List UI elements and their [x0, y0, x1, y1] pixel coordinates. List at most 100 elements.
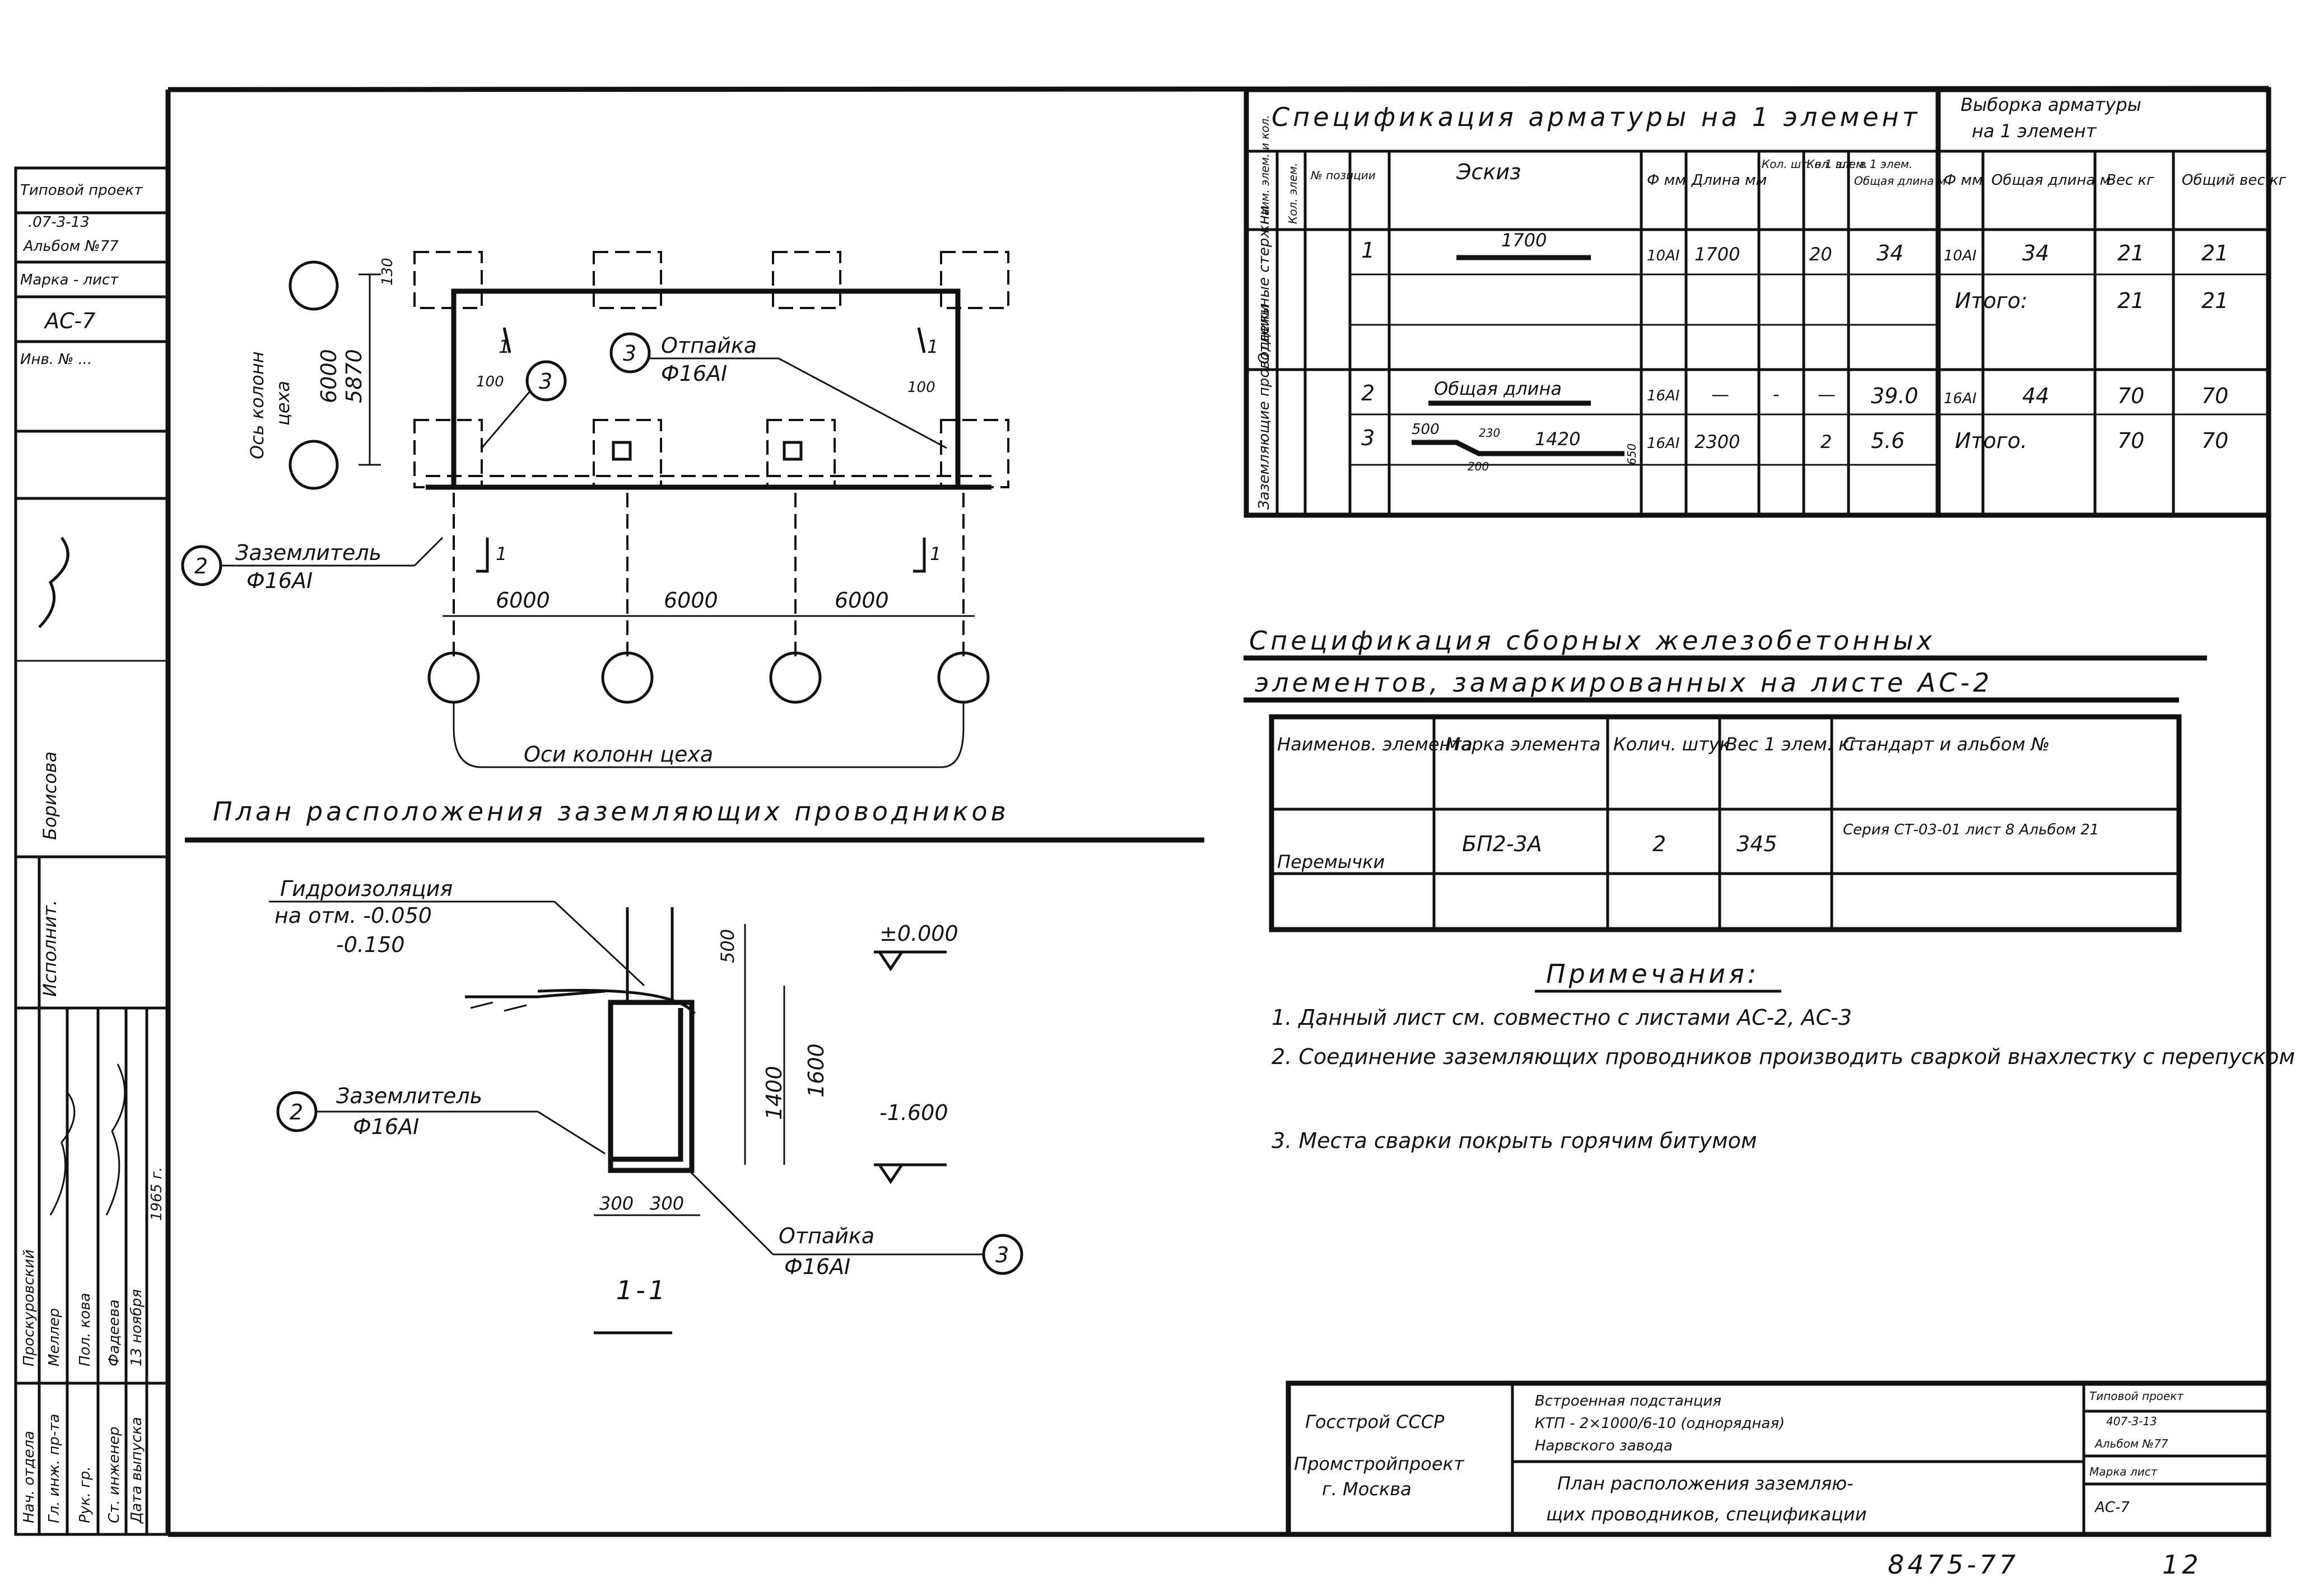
hdr-sel-total: Общий вес кг — [2182, 172, 2287, 189]
row3-qty-total: 2 — [1821, 431, 1832, 452]
column-axis-circle-3 — [769, 651, 822, 704]
callout-3-line2: Ф16АI — [661, 361, 727, 386]
rebar-spec-table: Спецификация арматуры на 1 элемент Выбор… — [1244, 87, 2287, 518]
column-axes-label: Оси колонн цеха — [524, 742, 713, 767]
org-line2: Промстройпроект — [1294, 1453, 1465, 1474]
stamp-role-4: Ст. инженер — [106, 1426, 123, 1523]
precast-hdr-weight: Вес 1 элем. кг. — [1725, 734, 1864, 755]
section-callout-3-line2: Ф16АI — [784, 1254, 850, 1279]
hdr-sel-len: Общая длина м — [1991, 172, 2111, 189]
section-callout-3-line1: Отпайка — [779, 1224, 874, 1248]
row1-sel-weight: 21 — [2117, 241, 2144, 265]
precast-hdr-mark: Марка элемента — [1445, 734, 1600, 755]
row3-sel-len: Итого. — [1955, 428, 2027, 453]
axis-label-line2: цеха — [272, 381, 294, 426]
waterproof-line2: на отм. -0.050 — [274, 903, 432, 928]
section-callout-3-num: 3 — [995, 1243, 1009, 1267]
callout-3-circle-left — [525, 360, 567, 402]
sheet-line1: План расположения заземляю- — [1557, 1473, 1854, 1494]
notes-title: Примечания: — [1546, 959, 1759, 989]
stamp-marka-list: Марка - лист — [20, 272, 119, 288]
column-axis-circle-1 — [427, 651, 480, 704]
group-label-1: Отдельные стержни — [1256, 206, 1273, 364]
row2-qty1: - — [1773, 384, 1780, 405]
hdr-sketch: Эскиз — [1456, 160, 1521, 184]
precast-title-line1: Спецификация сборных железобетонных — [1249, 626, 1935, 656]
row3-pos: 3 — [1361, 426, 1375, 450]
hdr-count-el: Кол. элем. — [1286, 163, 1300, 224]
dim-500: 500 — [717, 929, 738, 963]
row2-diam: 16АI — [1647, 388, 1680, 404]
axis-circle-top — [288, 260, 339, 311]
tb-project-line1: Типовой проект — [2089, 1389, 2184, 1403]
stamp-role-3: Рук. гр. — [77, 1466, 94, 1523]
hdr-sel-weight: Вес кг — [2106, 172, 2154, 189]
row2-sel-diam: 16АI — [1944, 390, 1977, 407]
grounding-plan: Ось колонн цеха 6000 5870 130 — [181, 251, 1204, 843]
callout-2-line2: Ф16АI — [246, 568, 313, 593]
row1-length: 1700 — [1694, 244, 1740, 265]
section-mark-2: 1 — [927, 336, 938, 357]
tb-marka-list: Марка лист — [2089, 1465, 2158, 1478]
hdr-total-len: Общая длина м — [1854, 174, 1946, 188]
row3-diam: 16АI — [1647, 435, 1680, 452]
ground-line — [465, 990, 606, 998]
column-axis-circle-2 — [601, 651, 654, 704]
precast-title-line2: элементов, замаркированных на листе АС-2 — [1255, 668, 1992, 698]
callout-3-num-left: 3 — [539, 369, 552, 394]
group-label-2: Заземляющие проводники — [1256, 304, 1273, 510]
stamp-role-5: Дата выпуска — [128, 1417, 145, 1524]
signature-mark — [38, 536, 69, 628]
column-axis-circle-4 — [937, 651, 990, 704]
row3-sel-weight: 70 — [2117, 428, 2144, 453]
hdr-pos: № позиции — [1310, 169, 1376, 182]
row1-total-len: 34 — [1877, 241, 1903, 265]
row3-sketch: 1420 — [1535, 428, 1580, 450]
object-line1: Встроенная подстанция — [1535, 1393, 1721, 1410]
title-block: Госстрой СССР Промстройпроект г. Москва … — [1286, 1380, 2271, 1537]
precast-hdr-name: Наименов. элемента — [1277, 734, 1473, 755]
axis-circle-bottom — [288, 440, 339, 490]
stamp-name-2: Меллер — [46, 1308, 63, 1366]
stamp-album: Альбом №77 — [22, 238, 119, 255]
section-callout-2-line1: Заземлитель — [336, 1084, 482, 1108]
row1-sel-len: 34 — [2022, 241, 2049, 265]
object-line3: Нарвского завода — [1535, 1438, 1673, 1454]
hdr-qty-total: Кол. шт. в 1 элем. — [1807, 157, 1912, 171]
section-mark-1: 1 — [499, 336, 510, 357]
stamp-side-label-2: Борисова — [39, 752, 60, 840]
row2-sel-total: 70 — [2201, 384, 2228, 408]
row3-sel-total: 70 — [2201, 428, 2228, 453]
plan-title: План расположения заземляющих проводнико… — [213, 796, 1009, 827]
level-minus-1600: -1.600 — [879, 1100, 948, 1125]
footer: 8475-77 12 — [1888, 1550, 2199, 1580]
tb-sheet-code: АС-7 — [2094, 1499, 2130, 1516]
callout-3-circle-mid — [609, 332, 651, 374]
callout-3-line1: Отпайка — [661, 333, 757, 358]
hdr-qty1: Кол. шт. в 1 элем. — [1762, 157, 1868, 171]
stamp-name-1: Проскуровский — [21, 1249, 38, 1366]
row1-sel-total: 21 — [2201, 241, 2228, 265]
dim-100-right: 100 — [907, 379, 935, 396]
callout-2-line1: Заземлитель — [235, 540, 381, 565]
row1-sel-diam: 10АI — [1944, 248, 1977, 264]
waterproof-line1: Гидроизоляция — [280, 876, 453, 901]
section-callout-2-num: 2 — [290, 1100, 303, 1124]
object-line2: КТП - 2×1000/6-10 (однорядная) — [1535, 1415, 1785, 1432]
dim-300-a: 300 — [599, 1193, 634, 1214]
tb-project-line2: 407-3-13 — [2106, 1415, 2157, 1428]
row2-sel-weight: 70 — [2117, 384, 2144, 408]
row3-bar-shape — [1412, 440, 1624, 456]
archive-number: 8475-77 — [1888, 1550, 2019, 1580]
rebar-spec-title: Спецификация арматуры на 1 элемент — [1272, 102, 1920, 132]
precast-row-mark: БП2-3А — [1462, 832, 1542, 856]
level-0000: ±0.000 — [879, 921, 958, 946]
section-1-1: Гидроизоляция на отм. -0.050 -0.150 500 … — [269, 876, 1023, 1334]
precast-spec: Спецификация сборных железобетонных элем… — [1244, 626, 2207, 932]
precast-row-name: Перемычки — [1277, 851, 1385, 872]
row3-dim-500: 500 — [1412, 421, 1440, 438]
tb-album: Альбом №77 — [2094, 1437, 2168, 1450]
precast-hdr-standard: Стандарт и альбом № — [1843, 734, 2050, 755]
stamp-project-line2: .07-3-13 — [28, 214, 90, 231]
